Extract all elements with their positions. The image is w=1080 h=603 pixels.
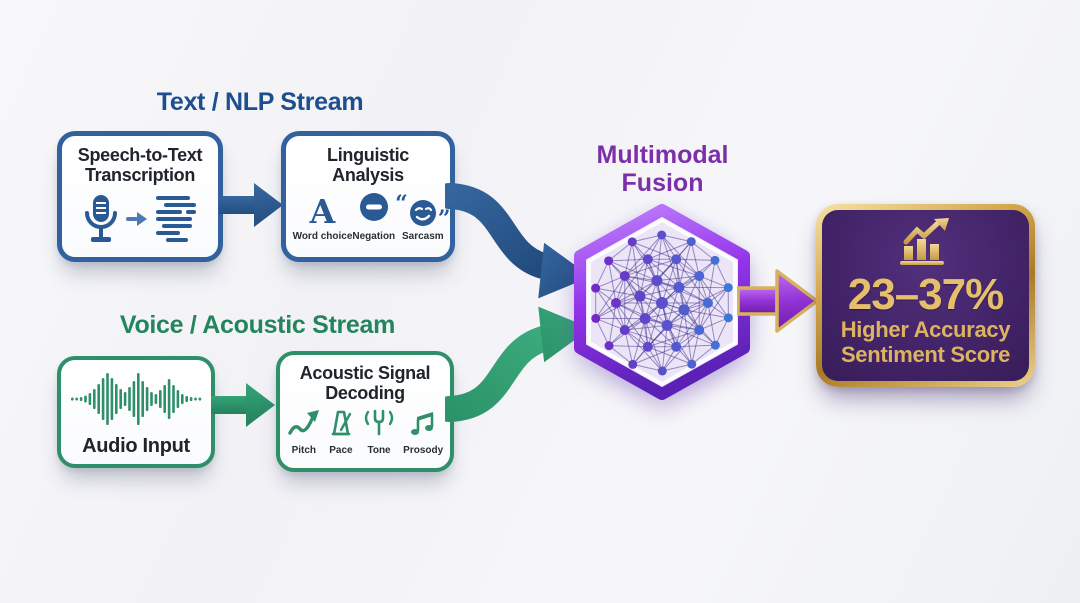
quote-open: “ bbox=[395, 191, 408, 218]
feature-label: Pitch bbox=[291, 445, 317, 457]
feature-label: Negation bbox=[352, 231, 396, 243]
letter-a-icon: A bbox=[309, 192, 336, 232]
acoustic-features: Pitch Pace bbox=[287, 409, 443, 456]
fusion-header: Multimodal Fusion bbox=[596, 141, 729, 197]
acoustic-decoding-title: Acoustic Signal Decoding bbox=[299, 363, 431, 404]
audio-input-title: Audio Input bbox=[82, 435, 190, 457]
growth-chart-icon bbox=[897, 218, 955, 271]
feature-word-choice: A Word choice bbox=[293, 191, 353, 242]
text-to-fusion-arrow bbox=[445, 183, 591, 299]
voice-stream-header: Voice / Acoustic Stream bbox=[119, 311, 396, 339]
feature-label: Sarcasm bbox=[401, 231, 444, 243]
metronome-icon bbox=[327, 409, 355, 442]
wink-smiley-quote-icon: “ ” bbox=[395, 191, 451, 232]
feature-prosody: Prosody bbox=[403, 409, 443, 456]
feature-label: Prosody bbox=[403, 445, 444, 457]
neural-network-hexagon-icon bbox=[574, 204, 750, 400]
result-badge-inner: 23–37% Higher Accuracy Sentiment Score bbox=[822, 210, 1029, 381]
audio-input-box: Audio Input bbox=[57, 356, 215, 468]
acoustic-decoding-box: Acoustic Signal Decoding Pitch bbox=[276, 351, 454, 472]
linguistic-analysis-title: Linguistic Analysis bbox=[327, 145, 409, 186]
feature-negation: Negation bbox=[352, 191, 395, 242]
music-note-icon bbox=[409, 409, 437, 442]
fusion-to-result-arrow bbox=[737, 269, 819, 333]
result-line1: Higher Accuracy bbox=[840, 317, 1011, 342]
waveform-icon bbox=[69, 372, 203, 431]
feature-pace: Pace bbox=[327, 409, 355, 456]
tuning-fork-icon bbox=[361, 409, 397, 442]
feature-label: Pace bbox=[329, 445, 353, 457]
speech-to-text-title: Speech-to-Text Transcription bbox=[77, 145, 203, 186]
linguistic-analysis-box: Linguistic Analysis A Word choice Negati… bbox=[281, 131, 455, 262]
feature-pitch: Pitch bbox=[287, 409, 321, 456]
linguistic-features: A Word choice Negation “ bbox=[293, 191, 450, 242]
minus-circle-icon bbox=[358, 191, 390, 228]
transcript-lines-icon bbox=[154, 194, 198, 249]
trend-arrow-icon bbox=[287, 409, 321, 442]
feature-label: Tone bbox=[367, 445, 391, 457]
arrow-right-icon bbox=[126, 211, 148, 232]
voice-to-fusion-arrow bbox=[445, 306, 591, 422]
text-stream-arrow bbox=[219, 183, 283, 227]
microphone-icon bbox=[82, 193, 120, 250]
result-line2: Sentiment Score bbox=[840, 342, 1011, 368]
result-badge: 23–37% Higher Accuracy Sentiment Score bbox=[816, 204, 1035, 387]
speech-to-text-box: Speech-to-Text Transcription bbox=[57, 131, 223, 262]
text-stream-header: Text / NLP Stream bbox=[156, 88, 364, 116]
accuracy-percent: 23–37% bbox=[847, 270, 1004, 319]
feature-tone: Tone bbox=[361, 409, 397, 456]
voice-stream-arrow bbox=[211, 383, 275, 427]
quote-close: ” bbox=[437, 205, 451, 232]
feature-label: Word choice bbox=[292, 231, 353, 243]
speech-to-text-icons bbox=[82, 193, 198, 250]
feature-sarcasm: “ ” Sarcasm bbox=[395, 191, 451, 243]
